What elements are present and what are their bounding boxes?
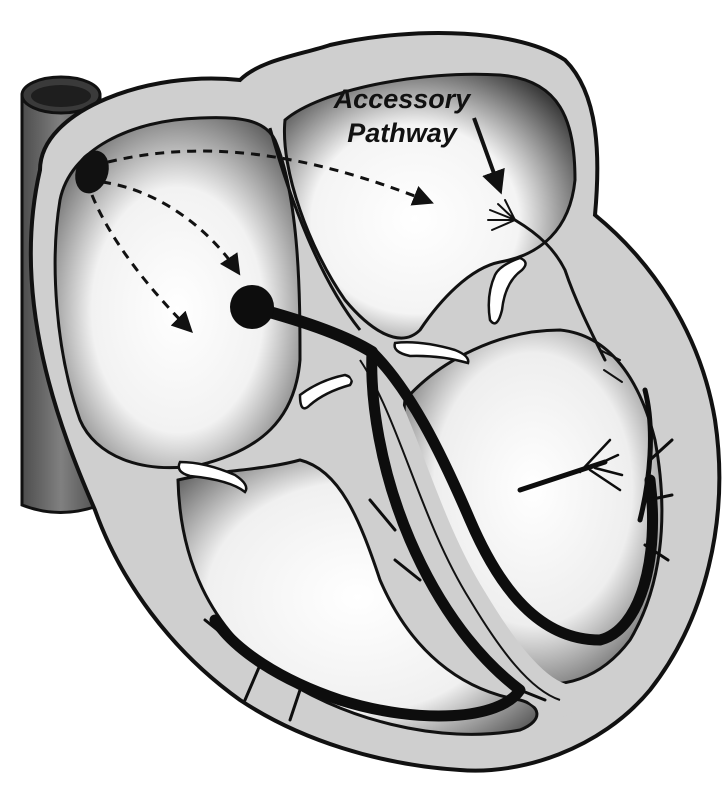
accessory-pathway-label-line2: Pathway (347, 118, 459, 148)
atrioventricular-node-icon (230, 285, 274, 329)
accessory-pathway-label-line1: Accessory (333, 84, 473, 114)
